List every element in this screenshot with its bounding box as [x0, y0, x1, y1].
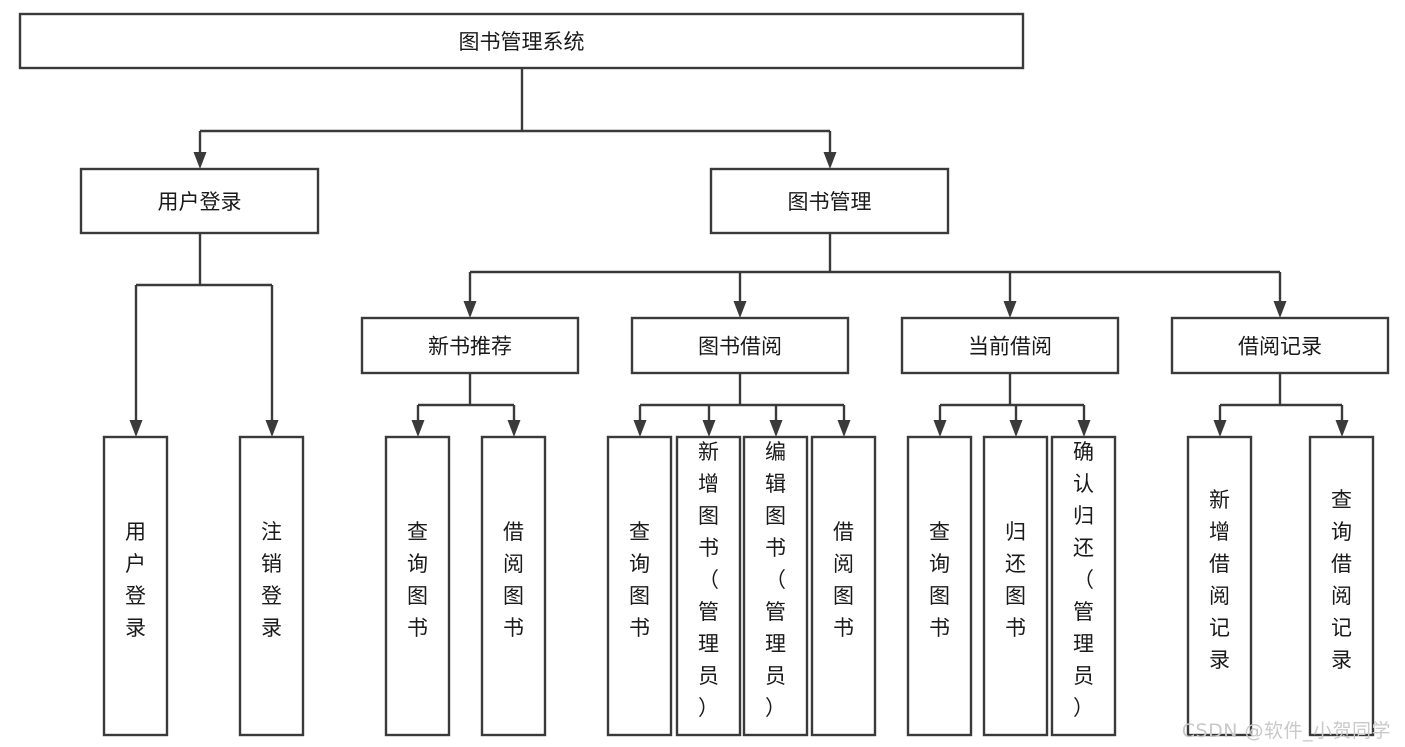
- node-label: 图书管理系统: [459, 30, 585, 54]
- connector-l3_1: [633, 373, 851, 437]
- node-label: 查询图书: [929, 520, 950, 640]
- arrow-head-icon: [733, 301, 747, 318]
- node-label: 编辑图书（管理员）: [765, 440, 786, 720]
- arrow-head-icon: [129, 420, 143, 437]
- node-leaf_9[interactable]: 归还图书: [982, 435, 1049, 737]
- arrow-head-icon: [1273, 301, 1287, 318]
- node-label: 用户登录: [158, 190, 242, 214]
- node-box: [360, 316, 580, 375]
- node-leaf_10[interactable]: 确认归还（管理员）: [1050, 435, 1117, 737]
- node-box: [1050, 435, 1117, 737]
- arrow-head-icon: [1335, 420, 1349, 437]
- arrow-head-icon: [193, 152, 207, 169]
- node-leaf_7[interactable]: 借阅图书: [810, 435, 877, 737]
- node-box: [675, 435, 742, 737]
- node-label: 查询借阅记录: [1331, 488, 1352, 672]
- node-box: [709, 167, 950, 235]
- arrow-head-icon: [1213, 420, 1227, 437]
- node-label: 查询图书: [407, 520, 428, 640]
- node-l3_2[interactable]: 当前借阅: [900, 316, 1120, 375]
- node-box: [384, 435, 451, 737]
- connector-l2_1: [463, 233, 1287, 318]
- node-l2_0[interactable]: 用户登录: [79, 167, 320, 235]
- node-label: 注销登录: [261, 520, 282, 640]
- node-label: 当前借阅: [968, 335, 1052, 359]
- node-box: [1170, 316, 1390, 375]
- node-layer: 图书管理系统用户登录图书管理新书推荐图书借阅当前借阅借阅记录用户登录注销登录查询…: [18, 12, 1390, 737]
- node-box: [1186, 435, 1253, 737]
- node-leaf_3[interactable]: 借阅图书: [480, 435, 547, 737]
- node-box: [1308, 435, 1375, 737]
- arrow-head-icon: [933, 420, 947, 437]
- node-leaf_5[interactable]: 新增图书（管理员）: [675, 435, 742, 737]
- node-leaf_4[interactable]: 查询图书: [606, 435, 673, 737]
- connector-l3_2: [933, 373, 1091, 437]
- node-l3_1[interactable]: 图书借阅: [630, 316, 850, 375]
- node-l2_1[interactable]: 图书管理: [709, 167, 950, 235]
- node-label: 借阅记录: [1238, 335, 1322, 359]
- node-leaf_2[interactable]: 查询图书: [384, 435, 451, 737]
- node-l3_3[interactable]: 借阅记录: [1170, 316, 1390, 375]
- connector-layer: [129, 68, 1349, 437]
- node-box: [630, 316, 850, 375]
- node-root[interactable]: 图书管理系统: [18, 12, 1025, 70]
- arrow-head-icon: [1003, 301, 1017, 318]
- node-leaf_0[interactable]: 用户登录: [102, 435, 169, 737]
- node-label: 用户登录: [125, 520, 146, 640]
- node-box: [18, 12, 1025, 70]
- node-box: [810, 435, 877, 737]
- arrow-head-icon: [837, 420, 851, 437]
- arrow-head-icon: [823, 152, 837, 169]
- node-label: 查询图书: [629, 520, 650, 640]
- node-label: 图书管理: [788, 190, 872, 214]
- arrow-head-icon: [1009, 420, 1023, 437]
- node-box: [900, 316, 1120, 375]
- node-leaf_1[interactable]: 注销登录: [238, 435, 305, 737]
- node-label: 图书借阅: [698, 335, 782, 359]
- connector-l3_3: [1213, 373, 1349, 437]
- arrow-head-icon: [1077, 420, 1091, 437]
- node-label: 借阅图书: [833, 520, 854, 640]
- arrow-head-icon: [633, 420, 647, 437]
- node-leaf_11[interactable]: 新增借阅记录: [1186, 435, 1253, 737]
- node-label: 借阅图书: [503, 520, 524, 640]
- node-label: 归还图书: [1005, 520, 1026, 640]
- connector-root: [193, 68, 837, 169]
- connector-l3_0: [411, 373, 521, 437]
- arrow-head-icon: [769, 420, 783, 437]
- connector-l2_0: [129, 233, 279, 437]
- node-box: [606, 435, 673, 737]
- arrow-head-icon: [507, 420, 521, 437]
- node-leaf_12[interactable]: 查询借阅记录: [1308, 435, 1375, 737]
- node-box: [906, 435, 973, 737]
- node-l3_0[interactable]: 新书推荐: [360, 316, 580, 375]
- node-label: 确认归还（管理员）: [1073, 440, 1094, 720]
- arrow-head-icon: [411, 420, 425, 437]
- node-box: [480, 435, 547, 737]
- node-leaf_6[interactable]: 编辑图书（管理员）: [742, 435, 809, 737]
- node-box: [982, 435, 1049, 737]
- arrow-head-icon: [702, 420, 716, 437]
- node-box: [742, 435, 809, 737]
- node-box: [238, 435, 305, 737]
- node-box: [79, 167, 320, 235]
- arrow-head-icon: [265, 420, 279, 437]
- node-label: 新增借阅记录: [1209, 488, 1230, 672]
- node-box: [102, 435, 169, 737]
- arrow-head-icon: [463, 301, 477, 318]
- node-label: 新增图书（管理员）: [698, 440, 719, 720]
- node-leaf_8[interactable]: 查询图书: [906, 435, 973, 737]
- node-label: 新书推荐: [428, 335, 512, 359]
